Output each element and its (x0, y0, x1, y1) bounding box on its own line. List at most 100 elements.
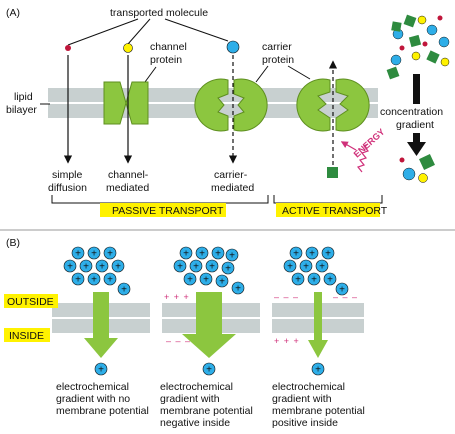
ion-sign: + (225, 264, 231, 275)
ion-sign: + (315, 365, 321, 376)
energy-squiggle (356, 143, 370, 173)
ion (205, 259, 219, 273)
charge-plus-outside-2: + + + (164, 292, 190, 302)
ion (283, 259, 297, 273)
channel-mediated-label-2: mediated (106, 182, 149, 194)
ion-sign: + (91, 249, 97, 260)
ion-sign: + (339, 285, 345, 296)
ion-sign: + (293, 249, 299, 260)
ion (211, 246, 225, 260)
ion (323, 272, 337, 286)
ion-sign: + (121, 285, 127, 296)
channel-protein-pointer (144, 66, 157, 83)
channel-protein-label-2: protein (150, 54, 182, 66)
lipid-bilayer-label-1: lipid (14, 91, 33, 103)
simple-diffusion-label-1: simple (52, 169, 83, 181)
ion (221, 261, 235, 275)
ion-sign: + (303, 262, 309, 273)
ion-sign: + (203, 275, 209, 286)
charge-minus-outside-3: – – – (274, 292, 299, 302)
caption-1-line-3: membrane potential (56, 405, 149, 417)
ion-cluster-1: +++++++++++ (63, 246, 131, 296)
ion (199, 272, 213, 286)
carrier-protein-label-1: carrier (262, 41, 292, 53)
ion (183, 272, 197, 286)
molecule-blue (226, 40, 240, 54)
concentration-gradient-label-1: concentration (380, 106, 443, 118)
ion-sign: + (67, 262, 73, 273)
concentration-cluster-high (386, 14, 450, 80)
ion-sign: + (325, 249, 331, 260)
ion-sign: + (75, 275, 81, 286)
channel-protein (103, 81, 149, 125)
ion-sign: + (107, 249, 113, 260)
ion-below-3: + (311, 362, 325, 376)
concentration-gradient-arrow (407, 133, 426, 156)
ion-below-2: + (202, 362, 216, 376)
ion-sign: + (107, 275, 113, 286)
ion (225, 248, 239, 262)
transported-molecule-pointers (67, 18, 229, 46)
transported-molecule-label: transported molecule (110, 7, 208, 19)
concentration-gradient-bar (413, 74, 420, 104)
caption-2-line-2: gradient with (160, 393, 220, 405)
simple-diffusion-label-2: diffusion (48, 182, 87, 194)
ion-sign: + (229, 251, 235, 262)
ion (299, 259, 313, 273)
caption-2-line-4: negative inside (160, 417, 230, 429)
active-transport-label: ACTIVE TRANSPORT (282, 205, 388, 217)
carrier-protein-passive (194, 78, 268, 132)
channel-protein-label-1: channel (150, 41, 187, 53)
outside-badge-bg (4, 294, 58, 308)
ion-sign: + (177, 262, 183, 273)
ion (173, 259, 187, 273)
ion-sign: + (187, 275, 193, 286)
ion (87, 272, 101, 286)
ion (231, 281, 245, 295)
concentration-cluster-low (399, 154, 435, 183)
ion-sign: + (193, 262, 199, 273)
active-bracket (273, 195, 383, 204)
caption-1-line-1: electrochemical (56, 381, 129, 393)
channel-mediated-label-1: channel- (108, 169, 149, 181)
outside-label: OUTSIDE (7, 296, 54, 308)
ion-sign: + (206, 365, 212, 376)
caption-3-line-2: gradient with (272, 393, 332, 405)
ion (291, 272, 305, 286)
charge-minus-inside-2: – – – (166, 336, 191, 346)
ion (79, 259, 93, 273)
ion (63, 259, 77, 273)
inside-label: INSIDE (9, 330, 44, 342)
ion-below-1: + (94, 362, 108, 376)
ion-sign: + (327, 275, 333, 286)
molecule-green-square (327, 167, 338, 178)
charge-minus-outside-3b: – – – (333, 292, 358, 302)
ion (321, 246, 335, 260)
ion (335, 282, 349, 296)
ion-sign: + (209, 262, 215, 273)
ion-sign: + (98, 365, 104, 376)
ion-cluster-2: ++++++++++++ (173, 246, 245, 295)
ion (215, 274, 229, 288)
ion (71, 272, 85, 286)
passive-bracket (51, 195, 269, 204)
ion-sign: + (319, 262, 325, 273)
carrier-protein-pointers (255, 65, 311, 83)
ion (103, 272, 117, 286)
caption-1-line-2: gradient with no (56, 393, 130, 405)
ion-sign: + (309, 249, 315, 260)
panel-a-label: (A) (6, 7, 20, 19)
ion-sign: + (311, 275, 317, 286)
ion (103, 246, 117, 260)
ion-sign: + (219, 277, 225, 288)
active-transport-badge-bg (276, 203, 380, 217)
caption-3-line-4: positive inside (272, 417, 338, 429)
caption-2-line-1: electrochemical (160, 381, 233, 393)
ion-sign: + (287, 262, 293, 273)
ion (195, 246, 209, 260)
ion-sign: + (215, 249, 221, 260)
inside-badge-bg (4, 328, 50, 342)
ion (111, 259, 125, 273)
ion (117, 282, 131, 296)
